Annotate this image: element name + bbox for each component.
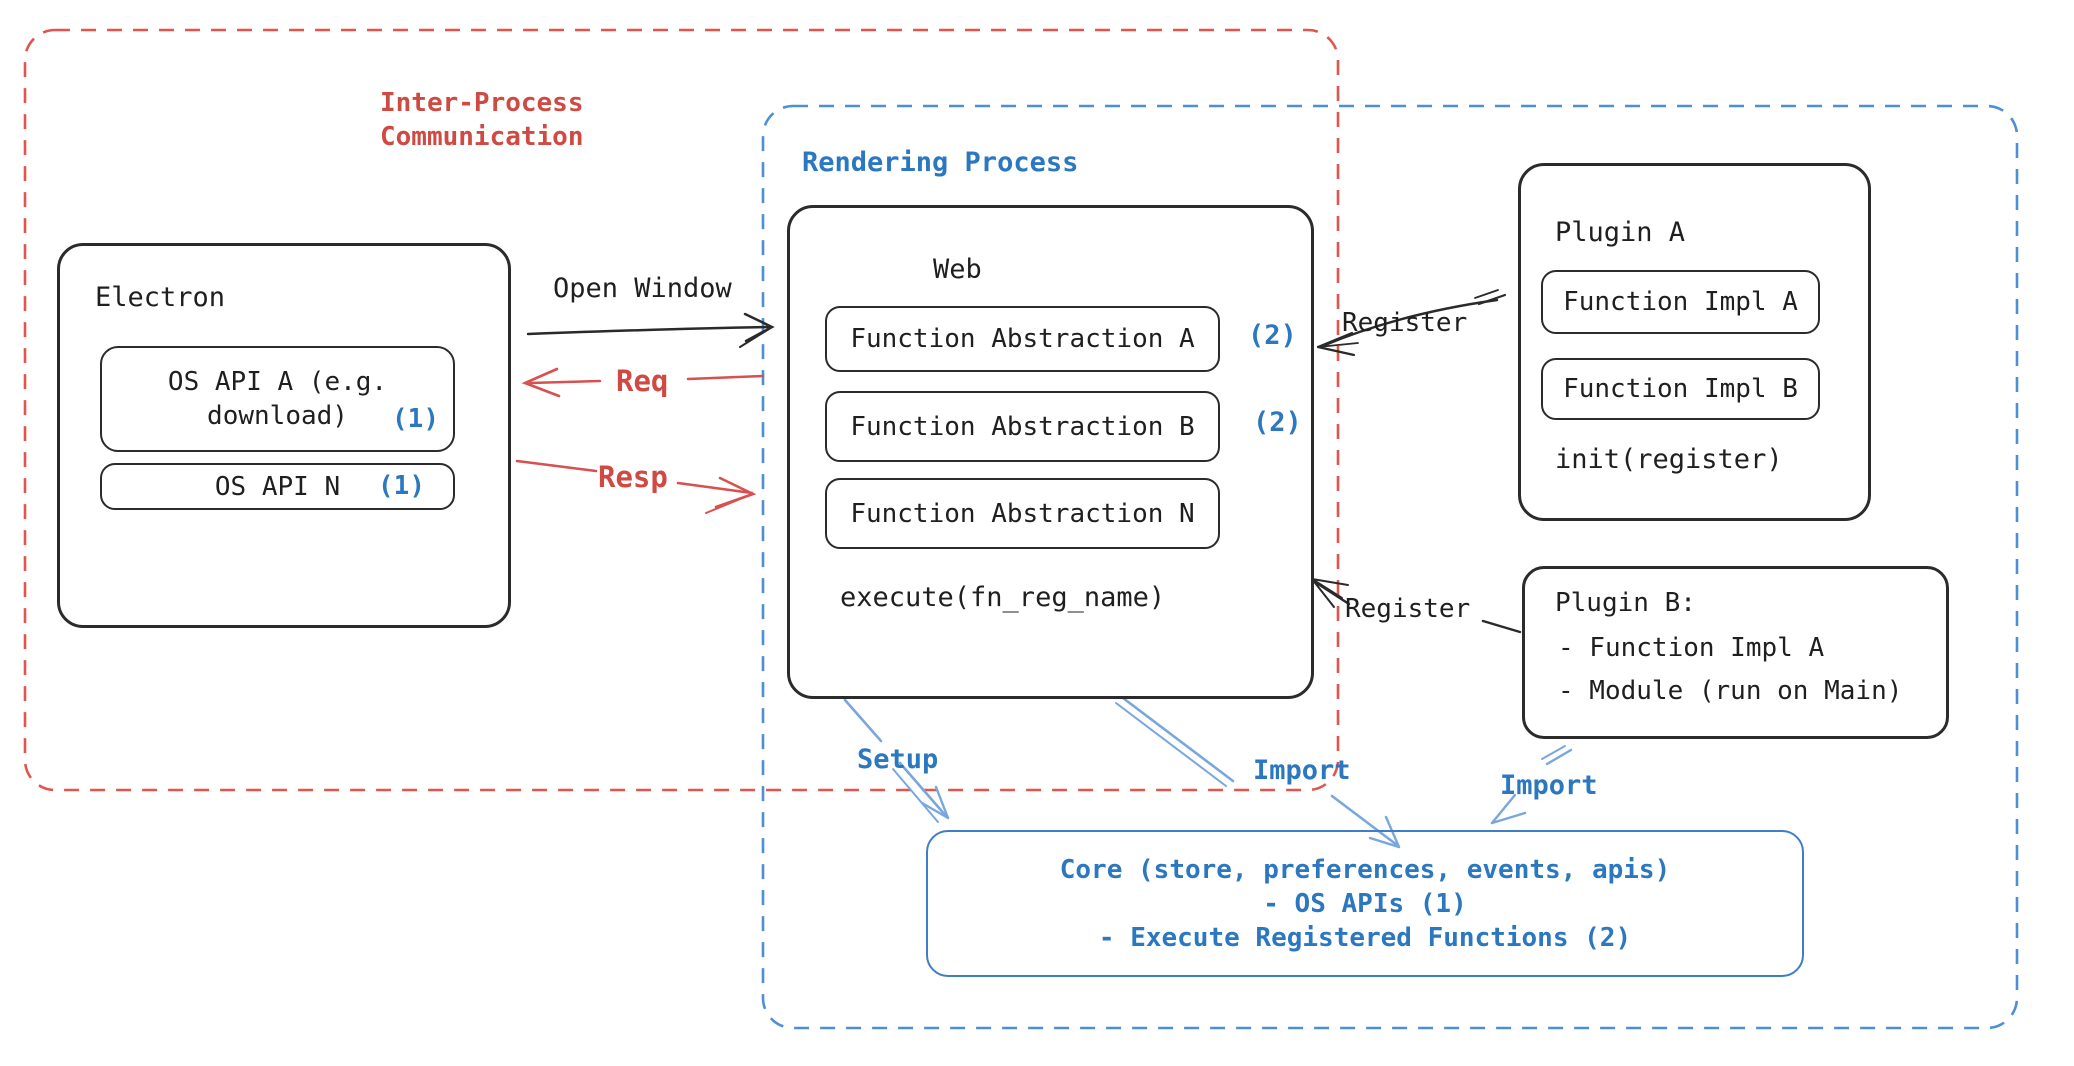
register-bottom-label: Register — [1345, 594, 1471, 624]
register-top-label: Register — [1342, 308, 1468, 338]
fa-a-badge: (2) — [1248, 320, 1297, 351]
core-line-3: - Execute Registered Functions (2) — [1098, 922, 1632, 953]
function-abstraction-n-label: Function Abstraction N — [850, 498, 1195, 529]
core-line-2: - OS APIs (1) — [1263, 888, 1467, 919]
core-box: Core (store, preferences, events, apis) … — [926, 830, 1804, 977]
import-web-label: Import — [1253, 755, 1351, 786]
plugin-b-item-1: - Function Impl A — [1558, 633, 1825, 663]
function-abstraction-n-box: Function Abstraction N — [825, 478, 1220, 549]
electron-box: Electron OS API A (e.g. download) (1) OS… — [57, 243, 511, 628]
os-api-a-line2: download) — [207, 401, 348, 431]
function-abstraction-b-box: Function Abstraction B — [825, 391, 1220, 462]
function-abstraction-b-label: Function Abstraction B — [850, 411, 1195, 442]
plugin-b-title: Plugin B: — [1555, 588, 1696, 618]
ipc-dashed-frame — [23, 28, 1340, 792]
os-api-a-line1: OS API A (e.g. — [167, 367, 388, 397]
resp-label: Resp — [598, 460, 668, 494]
function-abstraction-a-label: Function Abstraction A — [850, 324, 1195, 354]
function-impl-b-box: Function Impl B — [1541, 358, 1820, 420]
open-window-arrow — [526, 312, 775, 348]
resp-arrow — [515, 459, 757, 514]
init-register-label: init(register) — [1555, 444, 1783, 475]
register-top-arrow — [1316, 289, 1507, 357]
open-window-label: Open Window — [553, 273, 732, 304]
plugin-b-item-2: - Module (run on Main) — [1558, 676, 1903, 706]
function-abstraction-a-box: Function Abstraction A — [825, 306, 1220, 372]
os-api-n-badge: (1) — [378, 471, 425, 501]
setup-label: Setup — [857, 744, 939, 775]
os-api-a-box: OS API A (e.g. download) (1) — [100, 346, 455, 452]
os-api-n-label: OS API N — [214, 471, 341, 502]
function-impl-b-label: Function Impl B — [1563, 374, 1798, 404]
core-line-1: Core (store, preferences, events, apis) — [1059, 854, 1671, 885]
plugin-a-title: Plugin A — [1555, 217, 1686, 248]
function-impl-a-box: Function Impl A — [1541, 270, 1820, 334]
os-api-n-box: OS API N (1) — [100, 463, 455, 510]
req-arrow — [521, 367, 765, 398]
rendering-group-label: Rendering Process — [802, 147, 1079, 178]
web-title: Web — [933, 254, 982, 285]
import-plugin-arrow — [1490, 745, 1573, 825]
plugin-a-box: Plugin A Function Impl A Function Impl B… — [1518, 163, 1871, 521]
web-box: Web Function Abstraction A (2) Function … — [787, 205, 1314, 699]
import-plugin-label: Import — [1500, 770, 1598, 801]
execute-label: execute(fn_reg_name) — [840, 582, 1166, 613]
setup-arrow — [843, 698, 950, 823]
electron-title: Electron — [95, 282, 226, 313]
import-web-arrow — [1115, 696, 1401, 849]
rendering-dashed-frame — [761, 104, 2019, 1030]
register-bottom-arrow — [1311, 578, 1522, 634]
req-label: Req — [616, 364, 669, 398]
function-impl-a-label: Function Impl A — [1563, 287, 1798, 317]
os-api-a-badge: (1) — [392, 404, 439, 434]
plugin-b-box: Plugin B: - Function Impl A - Module (ru… — [1522, 566, 1949, 739]
fa-b-badge: (2) — [1253, 407, 1302, 438]
